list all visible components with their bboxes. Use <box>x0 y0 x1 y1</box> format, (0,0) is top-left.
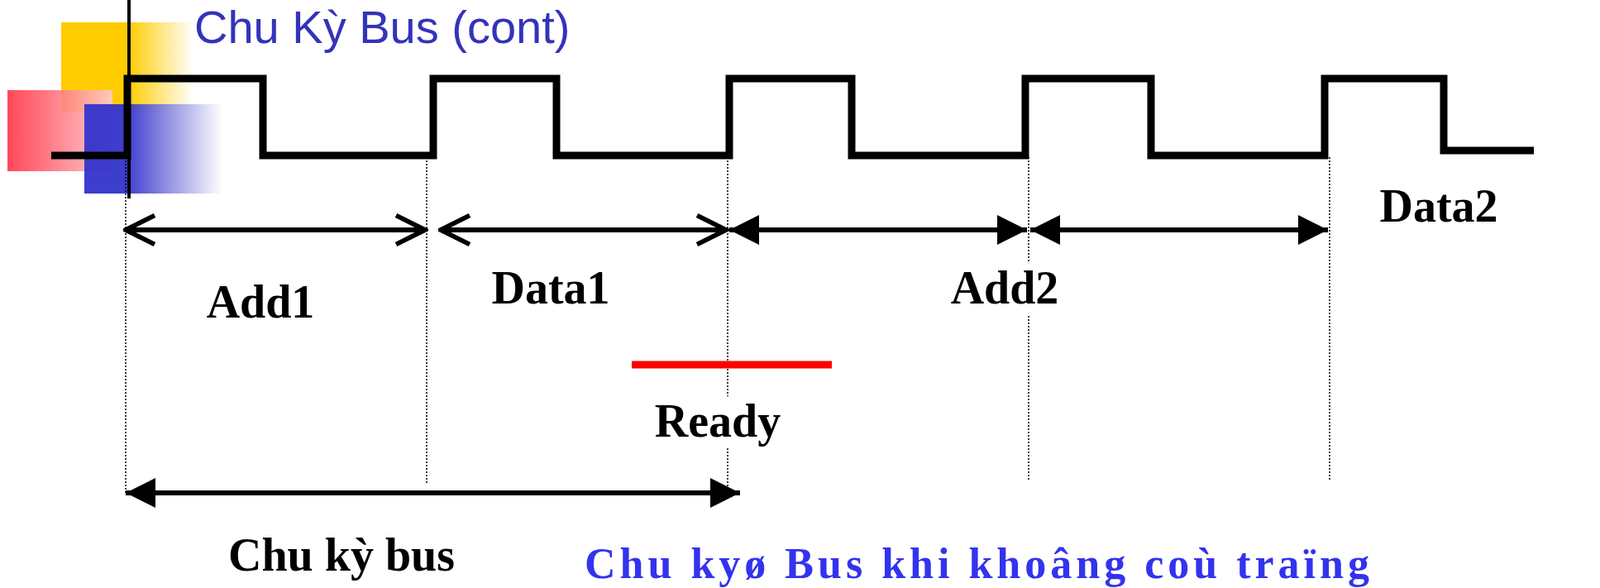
phase-label: Add1 <box>203 277 319 329</box>
phase-label: Data2 <box>1375 181 1501 233</box>
signal-name: Ready <box>651 396 784 448</box>
slide-title: Chu Kỳ Bus (cont) <box>194 1 570 53</box>
phase-label: Data1 <box>487 262 613 315</box>
phase-label: Add2 <box>947 262 1063 315</box>
ready-signal <box>631 361 832 369</box>
logo-squares <box>7 0 223 199</box>
slide-caption: Chu kyø Bus khi khoâng coù traïng <box>584 539 1374 588</box>
clock-signal <box>51 78 1534 156</box>
interval-label: Chu kỳ bus <box>224 530 459 582</box>
dotted-guides <box>125 157 1330 497</box>
interval-arrows <box>125 229 1328 493</box>
